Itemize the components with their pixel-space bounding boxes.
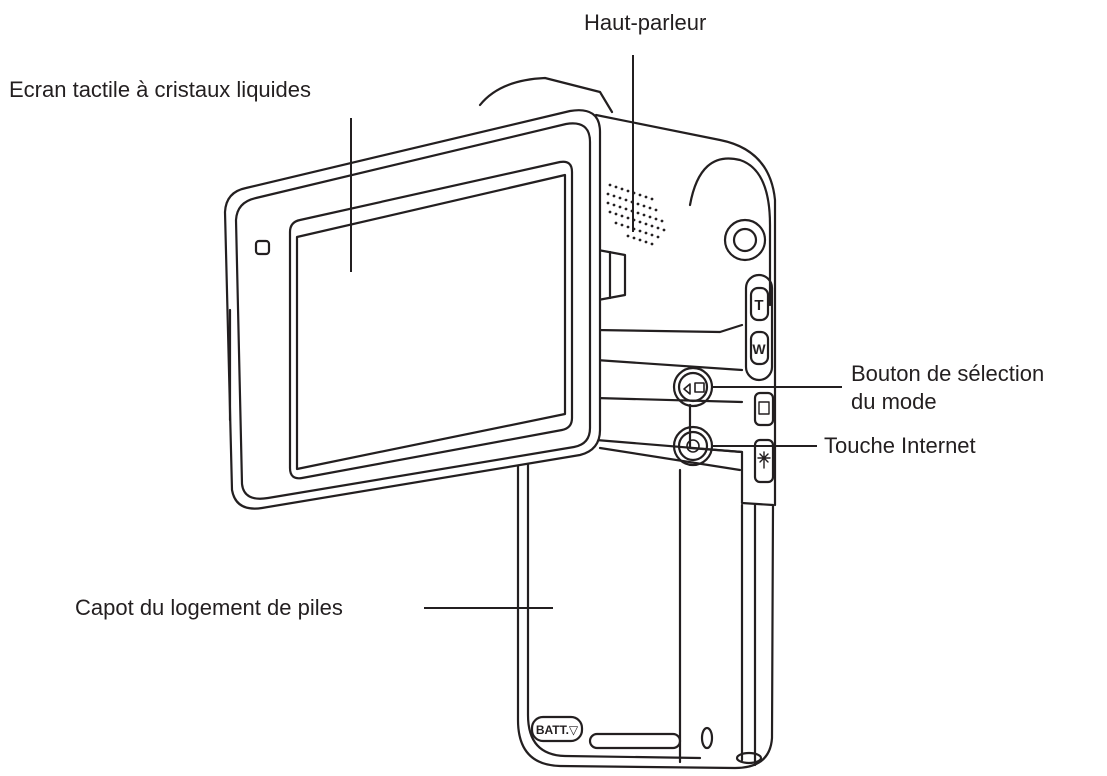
- battery-cover-top: [598, 446, 742, 472]
- internet-button: [677, 430, 709, 462]
- camera-head-top: [478, 76, 614, 114]
- lens-outer: [723, 218, 767, 262]
- label-battery: Capot du logement de piles: [75, 595, 343, 620]
- light-icon: [757, 451, 771, 469]
- control-panel-edge: [594, 358, 744, 454]
- side-button-playback: [753, 391, 775, 427]
- panel-divider: [594, 396, 744, 404]
- zoom-tele-text: T: [754, 297, 763, 314]
- batt-slot: [588, 732, 682, 750]
- lens-inner: [732, 227, 758, 253]
- batt-badge: [530, 715, 584, 743]
- camera-body-lower: [516, 403, 775, 770]
- lcd-screen: [295, 173, 567, 471]
- lcd-panel-rim: [234, 122, 592, 500]
- zoom-lever-housing: [744, 273, 774, 382]
- side-button-playback-icon: [758, 401, 770, 415]
- screen-hinge: [596, 248, 627, 302]
- camera-body-lower-inner: [526, 428, 702, 760]
- label-internet: Touche Internet: [824, 433, 976, 458]
- label-mode-line2: du mode: [851, 389, 937, 414]
- foot-hole: [735, 751, 763, 765]
- batt-text: BATT.▽: [536, 723, 579, 737]
- head-lower-face: [594, 328, 744, 372]
- lcd-side-button: [254, 239, 271, 256]
- zoom-tele-key: [749, 286, 770, 322]
- label-mode-line1: Bouton de sélection: [851, 361, 1045, 386]
- internet-button-glyph: [686, 439, 700, 453]
- zoom-wide-key: [749, 330, 770, 366]
- lcd-panel-outer[interactable]: [223, 109, 602, 510]
- lens-barrel: [688, 157, 772, 307]
- mode-button-glyph: [683, 382, 705, 395]
- side-button-light: [753, 438, 775, 484]
- label-speaker: Haut-parleur: [584, 10, 707, 35]
- speaker-grille: [606, 183, 666, 246]
- lcd-screen-bezel: [288, 160, 574, 480]
- label-lcd: Ecran tactile à cristaux liquides: [9, 77, 312, 102]
- camera-head: [594, 113, 777, 507]
- zoom-wide-text: W: [752, 341, 766, 357]
- strap-hole: [700, 726, 714, 750]
- mode-button: [677, 371, 709, 403]
